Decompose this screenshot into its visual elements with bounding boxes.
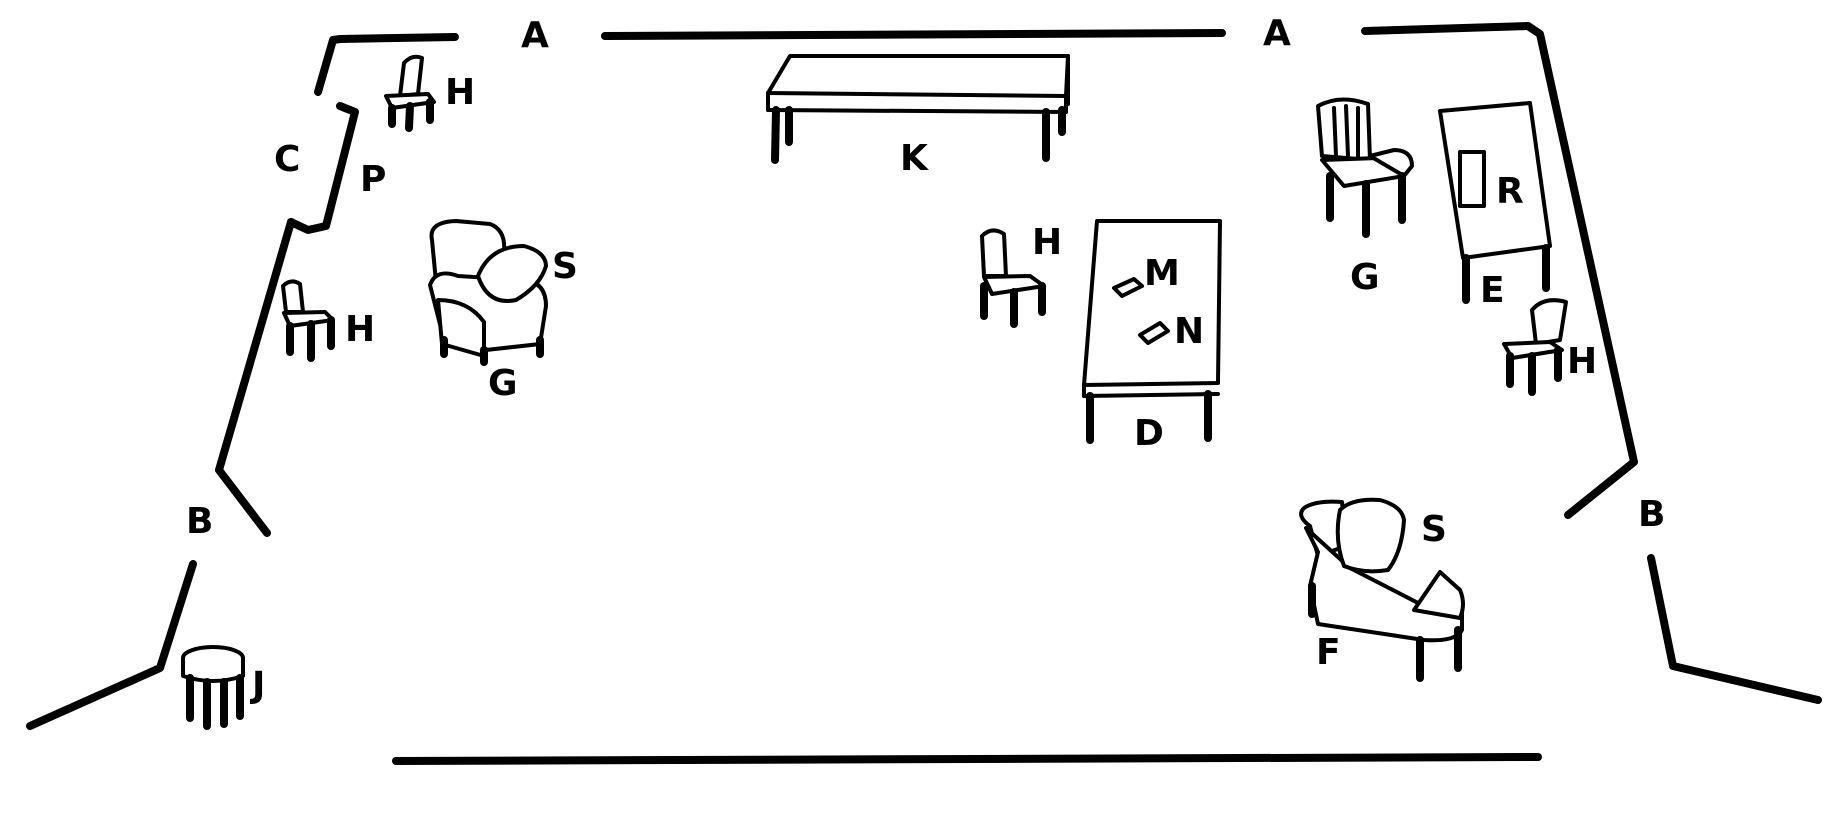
front-edge xyxy=(392,753,1542,765)
label-h-center: H xyxy=(1032,222,1062,263)
long-table-leg xyxy=(771,106,780,164)
label-b-left: B xyxy=(186,501,213,542)
label-c: C xyxy=(274,139,300,180)
label-p: P xyxy=(360,159,386,200)
chair-h-center xyxy=(980,228,1046,328)
table-d-top xyxy=(1082,219,1222,387)
table-d xyxy=(1082,219,1222,444)
label-n: N xyxy=(1174,311,1204,352)
label-g-right: G xyxy=(1350,257,1380,298)
object-m xyxy=(1112,277,1144,298)
label-b-right: B xyxy=(1638,494,1665,535)
chair-back xyxy=(980,228,1008,278)
chair-back xyxy=(281,279,305,314)
label-a-left: A xyxy=(521,15,549,56)
armchair-slat xyxy=(1332,106,1338,158)
back-wall-right-segment xyxy=(1361,22,1532,35)
chaise-arm-end xyxy=(1412,570,1465,620)
long-table-apron-bottom xyxy=(766,108,1068,114)
label-r: R xyxy=(1496,171,1524,212)
long-table-k xyxy=(766,54,1070,164)
table-d-apron-bottom xyxy=(1082,392,1220,398)
armchair-g-right xyxy=(1316,97,1414,238)
label-d: D xyxy=(1134,413,1164,454)
chaise-longue-f xyxy=(1299,497,1465,682)
back-wall-center-segment xyxy=(601,29,1226,40)
label-h-left: H xyxy=(345,309,375,350)
armchair-slat xyxy=(1344,104,1350,158)
label-k: K xyxy=(900,138,929,179)
label-h-top-left: H xyxy=(445,72,475,113)
stool-j xyxy=(181,645,245,730)
left-wall-lower xyxy=(26,560,197,730)
object-r xyxy=(1458,150,1486,208)
object-n xyxy=(1138,321,1170,345)
desk-e xyxy=(1438,101,1552,304)
right-wall-lower xyxy=(1647,554,1822,704)
left-side-wall xyxy=(215,218,295,537)
door-c-frame xyxy=(287,102,359,234)
armchair-arm xyxy=(1368,148,1414,178)
desk-e-top xyxy=(1438,101,1552,260)
chair-h-left xyxy=(281,279,335,362)
label-f: F xyxy=(1316,632,1341,673)
armchair-back xyxy=(1316,97,1372,162)
label-j: J xyxy=(249,665,265,706)
label-s-right: S xyxy=(1421,509,1447,550)
cushion-s-right xyxy=(1335,497,1406,574)
chair-h-right xyxy=(1502,298,1568,396)
left-wall-upper xyxy=(314,35,344,96)
back-wall-left-segment xyxy=(336,33,459,43)
cushion-s-left xyxy=(476,244,548,303)
chaise-back xyxy=(1299,499,1348,558)
long-table-top xyxy=(766,54,1070,98)
chair-leg xyxy=(405,102,414,132)
labels: A A B B C P K H H H H S S G G M N D R E … xyxy=(186,13,1665,706)
right-side-wall xyxy=(1524,22,1638,519)
label-e: E xyxy=(1480,270,1505,311)
armchair-g-left xyxy=(428,219,548,366)
label-m: M xyxy=(1144,253,1180,294)
label-a-right: A xyxy=(1263,13,1291,54)
label-h-right: H xyxy=(1567,341,1597,382)
chair-h-top-left xyxy=(384,54,436,132)
chair-back xyxy=(398,54,424,98)
chair-back xyxy=(1530,298,1568,346)
label-s-left: S xyxy=(552,246,578,287)
label-g-left: G xyxy=(488,363,518,404)
walls xyxy=(26,22,1822,765)
